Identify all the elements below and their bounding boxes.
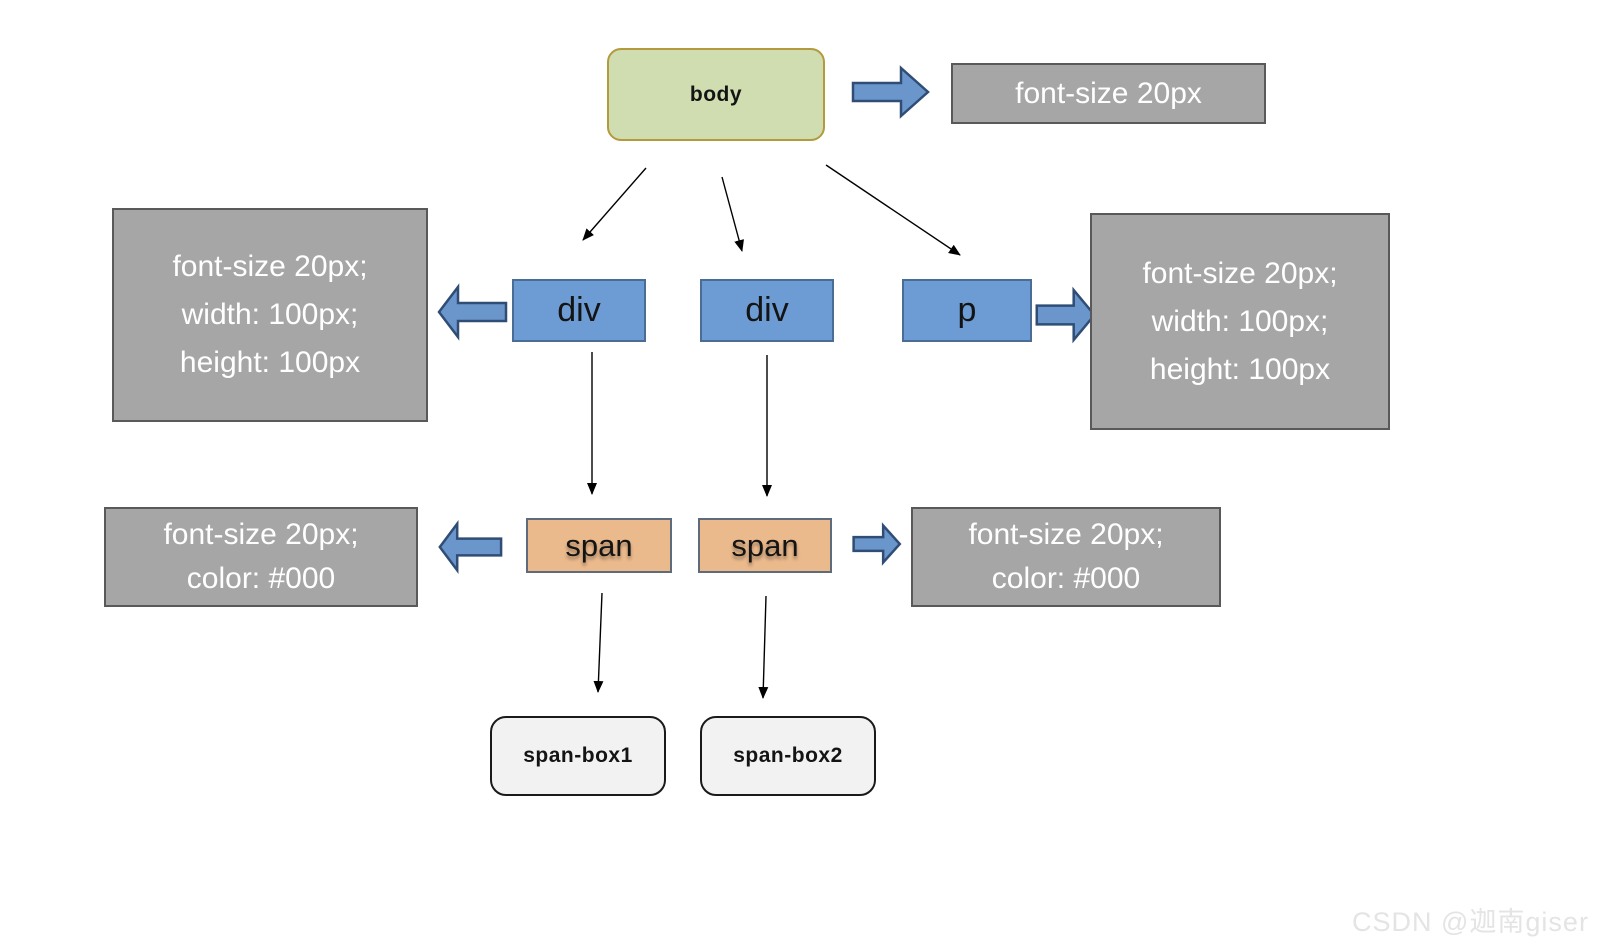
note-line: width: 100px; [1151, 304, 1329, 338]
block-arrow-right-span2-to-rule-icon [853, 524, 901, 564]
node-body-label: body [689, 82, 743, 106]
block-arrow-right-p-to-rule-icon [1036, 288, 1096, 342]
block-arrow-shape [853, 68, 928, 116]
block-arrow-left-div1-to-rule-icon [437, 284, 507, 340]
node-div2-label: div [745, 291, 789, 329]
note-p-rule-right: font-size 20px; width: 100px; height: 10… [1090, 213, 1390, 430]
node-span2-label: span [731, 527, 799, 563]
arrow-body-to-div1 [582, 167, 647, 241]
note-body-rule: font-size 20px [951, 63, 1266, 124]
note-span-rule-left: font-size 20px; color: #000 [104, 507, 418, 607]
note-line: font-size 20px; [163, 518, 359, 551]
note-line: height: 100px [179, 346, 361, 379]
node-div1-label: div [557, 291, 601, 329]
node-span-box1-label: span-box1 [523, 744, 633, 767]
node-span-box2-label: span-box2 [733, 744, 843, 767]
note-line: font-size 20px; [1142, 256, 1338, 290]
note-span-rule-right: font-size 20px; color: #000 [911, 507, 1221, 607]
block-arrow-left-span1-to-rule-icon [438, 521, 502, 573]
csdn-watermark: CSDN @迦南giser [1352, 907, 1589, 937]
note-line: color: #000 [991, 562, 1141, 595]
note-div-rule-left: font-size 20px; width: 100px; height: 10… [112, 208, 428, 422]
block-arrow-right-body-to-rule-icon [852, 66, 930, 118]
note-line: font-size 20px; [172, 250, 368, 283]
note-line: width: 100px; [181, 298, 359, 331]
node-body: body [607, 48, 825, 141]
arrow-body-to-div2 [721, 176, 744, 252]
node-p-label: p [957, 291, 977, 329]
node-div2: div [700, 279, 834, 342]
node-div1: div [512, 279, 646, 342]
node-span2: span [698, 518, 832, 573]
note-line: font-size 20px [1015, 76, 1202, 110]
note-line: color: #000 [186, 562, 336, 595]
arrow-body-to-p [825, 164, 961, 256]
block-arrow-shape [439, 287, 506, 337]
note-line: height: 100px [1149, 352, 1331, 386]
note-line: font-size 20px; [968, 518, 1164, 551]
node-span1-label: span [565, 527, 633, 563]
node-span1: span [526, 518, 672, 573]
block-arrow-shape [1037, 290, 1095, 340]
arrow-span2-to-box2 [758, 595, 769, 699]
block-arrow-shape [854, 526, 900, 563]
node-span-box1: span-box1 [490, 716, 666, 796]
node-span-box2: span-box2 [700, 716, 876, 796]
arrow-span1-to-box1 [593, 592, 604, 693]
block-arrow-shape [440, 524, 501, 570]
node-p: p [902, 279, 1032, 342]
